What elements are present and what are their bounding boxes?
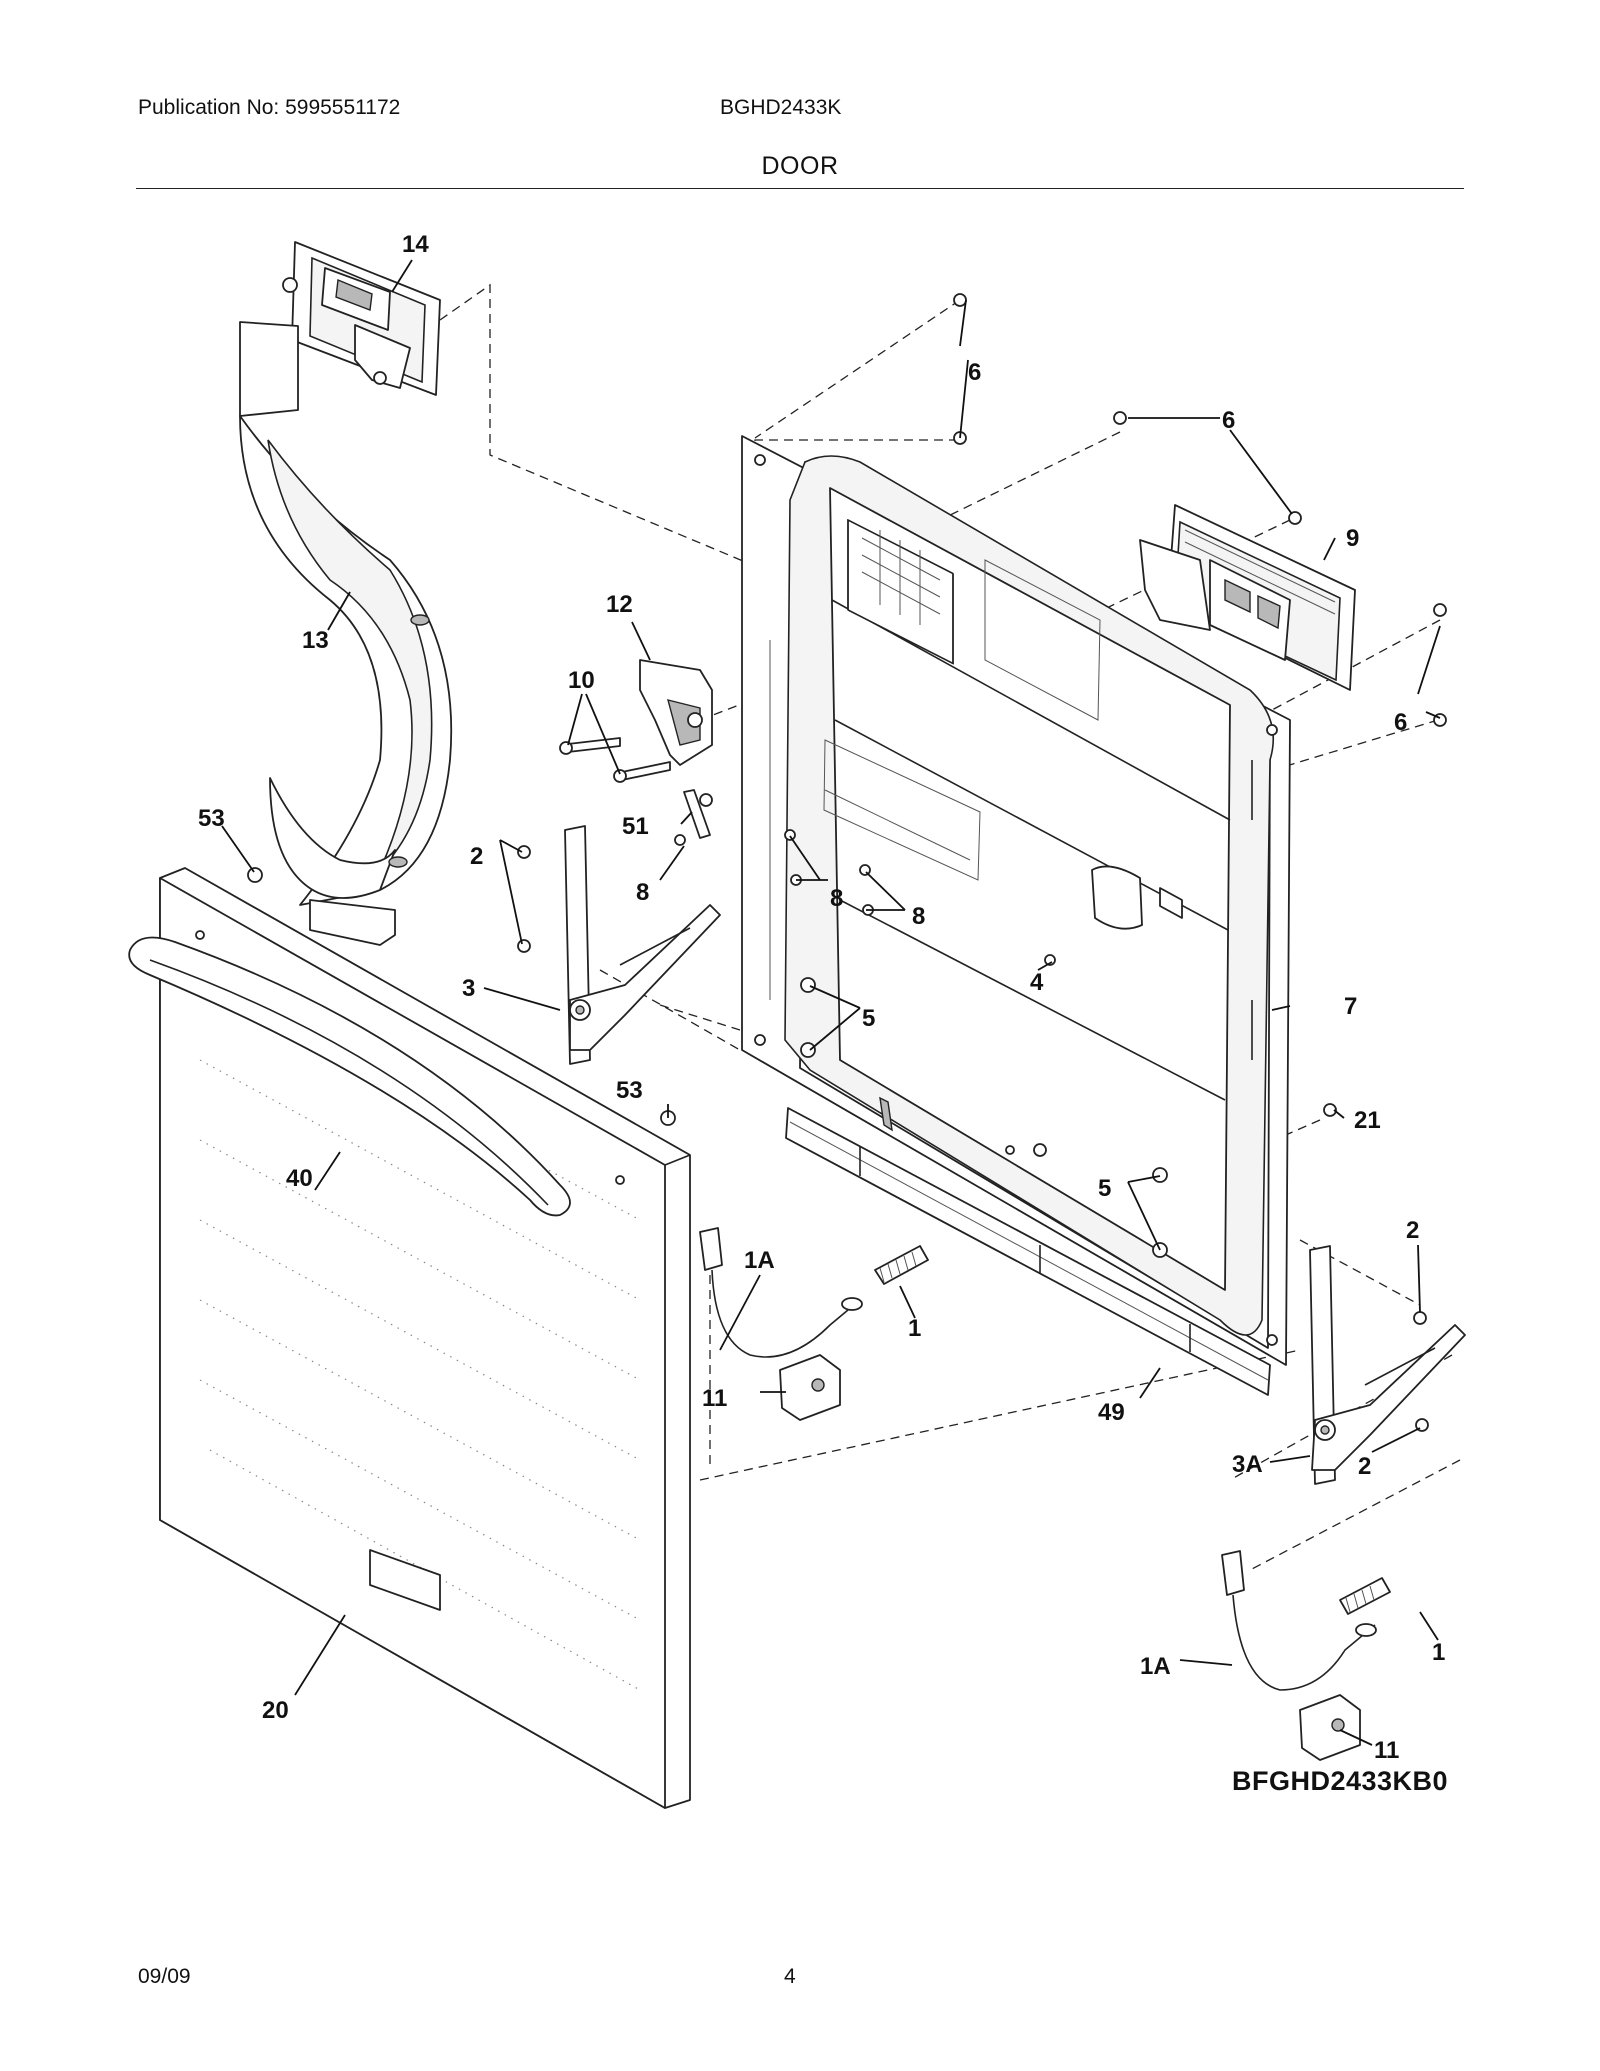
leader-lines — [221, 259, 1441, 1746]
section-title: DOOR — [761, 152, 839, 180]
callout-11-upper: 11 — [702, 1385, 727, 1412]
callout-14: 14 — [402, 231, 429, 258]
callout-20: 20 — [262, 1697, 289, 1724]
outer-door-panel-part — [159, 867, 691, 1809]
callout-13: 13 — [302, 627, 329, 654]
callout-10: 10 — [568, 667, 595, 694]
control-module-part — [1139, 504, 1356, 691]
publication-number: Publication No: 5995551172 — [138, 96, 401, 119]
footer-date: 09/09 — [138, 1965, 191, 1988]
vent-duct-part — [239, 321, 453, 946]
left-hinge-part — [564, 825, 721, 1065]
drawing-code: BFGHD2433KB0 — [1232, 1766, 1448, 1796]
callout-7: 7 — [1344, 993, 1357, 1020]
callout-4: 4 — [1030, 969, 1044, 996]
callout-8-right: 8 — [912, 903, 925, 930]
callout-6-top: 6 — [968, 359, 981, 386]
callout-5-lower: 5 — [1098, 1175, 1111, 1202]
callout-5-upper: 5 — [862, 1005, 875, 1032]
inner-door-panel-part — [741, 435, 1291, 1366]
callout-3: 3 — [462, 975, 475, 1002]
callout-1A-upper: 1A — [744, 1247, 775, 1274]
callout-2-right-top: 2 — [1406, 1217, 1419, 1244]
callout-1-upper: 1 — [908, 1315, 921, 1342]
callout-1A-lower: 1A — [1140, 1653, 1171, 1680]
cable-anchor-part — [779, 1354, 1361, 1761]
callout-21: 21 — [1354, 1107, 1381, 1134]
callout-53-top: 53 — [198, 805, 225, 832]
callout-12: 12 — [606, 591, 633, 618]
callout-8-mid: 8 — [830, 885, 843, 912]
model-number: BGHD2433K — [720, 96, 842, 119]
bottom-trim-strip-part — [785, 1107, 1271, 1396]
callout-40: 40 — [286, 1165, 313, 1192]
callout-8-left: 8 — [636, 879, 649, 906]
callout-1-lower: 1 — [1432, 1639, 1445, 1666]
door-cable-part — [699, 1227, 1377, 1691]
callout-49: 49 — [1098, 1399, 1125, 1426]
bracket-51-part — [683, 789, 711, 839]
door-handle-part — [128, 936, 571, 1217]
vent-housing-part — [282, 241, 441, 396]
callout-6-mid: 6 — [1222, 407, 1235, 434]
callout-11-lower: 11 — [1374, 1737, 1399, 1764]
right-hinge-part — [1309, 1245, 1466, 1485]
callout-labels: 14 13 12 10 6 6 6 9 53 2 51 8 8 8 3 5 4 … — [198, 231, 1448, 1796]
callout-9: 9 — [1346, 525, 1359, 552]
door-spring-part — [874, 1245, 1391, 1615]
callout-51: 51 — [622, 813, 649, 840]
callout-53-bottom: 53 — [616, 1077, 643, 1104]
page-number: 4 — [784, 1965, 796, 1988]
callout-2-left: 2 — [470, 843, 483, 870]
callout-2-right-bottom: 2 — [1358, 1453, 1371, 1480]
callout-6-right: 6 — [1394, 709, 1407, 736]
callout-3A: 3A — [1232, 1451, 1263, 1478]
header-rule — [136, 188, 1464, 189]
door-latch-part — [639, 659, 713, 766]
